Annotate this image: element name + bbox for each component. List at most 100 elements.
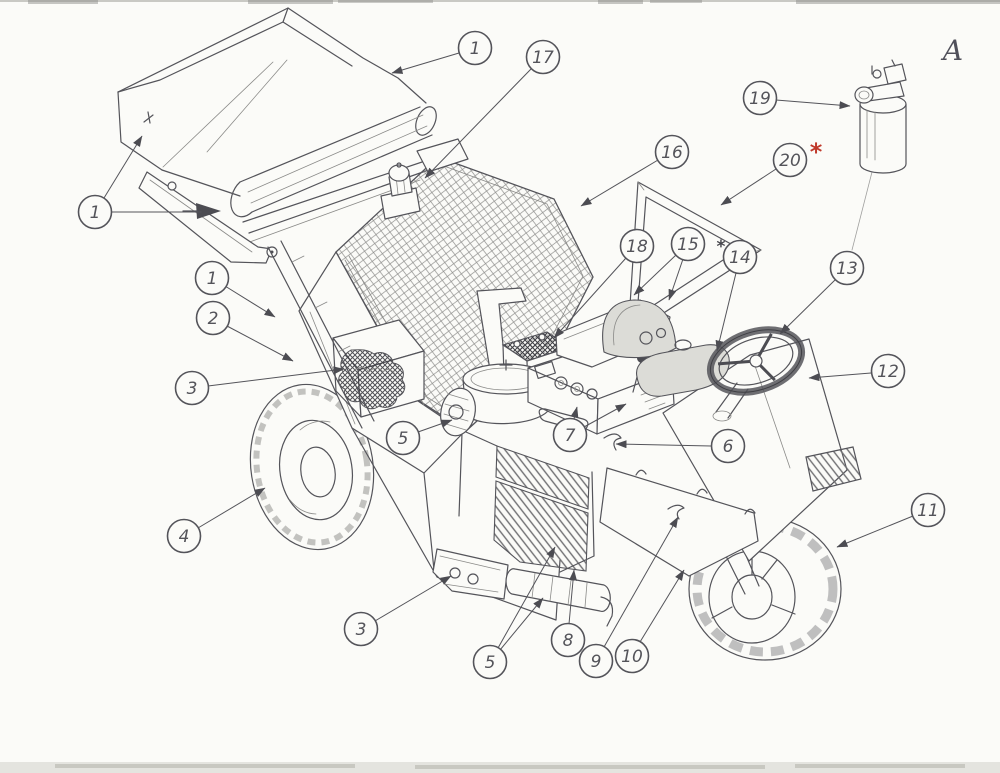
drawing-stroke [138,171,273,264]
callout-balloon [457,30,493,66]
callout-balloon [829,250,865,286]
drawing-stroke [117,7,427,104]
drawing-stroke [505,568,611,612]
ignition-switch [586,388,598,400]
drawing-stroke [239,106,421,183]
callout-5: 5 [472,546,556,680]
callout-number: 3 [356,620,367,640]
drawing-stroke [162,61,274,168]
drawing-stroke [167,181,177,191]
leader-line [580,159,659,207]
callout-balloon [654,134,690,170]
callout-number: 5 [398,429,409,449]
drawing-stroke [235,179,421,248]
drawing-stroke [655,327,667,339]
callout-balloon [614,638,650,674]
lower-access-panel [599,467,759,577]
drawing-stroke [513,340,521,348]
callout-number: 19 [749,89,771,109]
callout-8: 8 [550,569,586,658]
callout-11: 11 [836,492,946,548]
callout-number: 8 [563,631,574,651]
drawing-stroke [280,240,375,422]
leader-line [197,487,266,529]
callout-6: 6 [615,428,746,464]
drawing-stroke [278,419,354,521]
drawing-stroke [289,420,331,515]
callout-13: 13 [779,250,865,335]
callout-number: 12 [877,362,899,382]
leader-line [779,278,837,335]
drawing-stroke [709,329,803,393]
drawing-stroke [859,104,907,174]
tailpipe [600,596,614,627]
front-wheel [249,383,375,551]
console-latch [603,433,622,451]
leader-line [633,254,677,296]
drawing-stroke [449,567,461,579]
leader-line [720,168,777,206]
drawing-stroke [796,0,1000,4]
drawing-stroke [230,181,253,218]
callout-number: 17 [532,48,554,68]
drawing-stroke [415,765,765,769]
leader-line [224,285,276,318]
drawing-stroke [650,0,702,3]
drawing-stroke [871,59,896,75]
drawing-stroke [300,446,336,498]
callout-balloon [552,417,588,453]
drawing-stroke [448,404,464,420]
callout-14: 14 [715,239,758,352]
drawing-stroke [251,134,433,213]
drawing-stroke [282,7,289,23]
drawing-stroke [423,472,435,571]
leader-line [103,135,143,199]
drawing-stroke [267,246,363,429]
callout-1: 1 [194,260,276,318]
drawing-stroke [866,109,876,161]
vacuum-filter-box [332,319,425,418]
leader-line [775,99,851,110]
callout-number: 5 [485,653,496,673]
callout-17: 17 [424,39,561,179]
drawing-stroke [712,410,732,422]
drawing-stroke [338,0,433,3]
callout-balloon [194,260,230,296]
drawing-stroke [558,380,564,386]
leader-line [603,516,679,648]
callout-balloon [385,420,421,456]
callout-number: 18 [626,237,648,257]
callout-number: 10 [621,647,643,667]
leader-line [668,258,684,301]
drawing-stroke [249,383,375,551]
callout-number: 13 [836,259,858,279]
leader-line [836,515,914,548]
speed-control-slot [538,408,589,432]
drawing-stroke [291,255,351,353]
drawing-stroke [795,764,965,768]
leader-line [226,325,294,362]
callout-1: 1 [77,135,213,230]
leader-line [568,569,578,625]
callout-balloon [870,353,906,389]
leader-line [207,366,345,387]
choke-knob [554,376,568,390]
leader-line [553,257,627,339]
callout-balloon [578,643,614,679]
callout-7: 7 [552,403,627,453]
callout-number: 7 [565,426,576,446]
callout-9: 9 [578,516,679,679]
drawing-stroke [161,169,241,197]
leader-line [583,403,627,428]
leader-line [570,406,579,420]
leader-line [499,597,544,651]
drawing-stroke [854,86,874,104]
panel-clips [635,469,756,515]
callout-number: 4 [179,527,190,547]
leader-line [715,272,737,352]
pickup-roller [230,106,437,218]
drawing-stroke [858,90,870,100]
seat-cushion [636,344,730,397]
muffler [505,568,614,627]
drawing-stroke [674,339,692,351]
